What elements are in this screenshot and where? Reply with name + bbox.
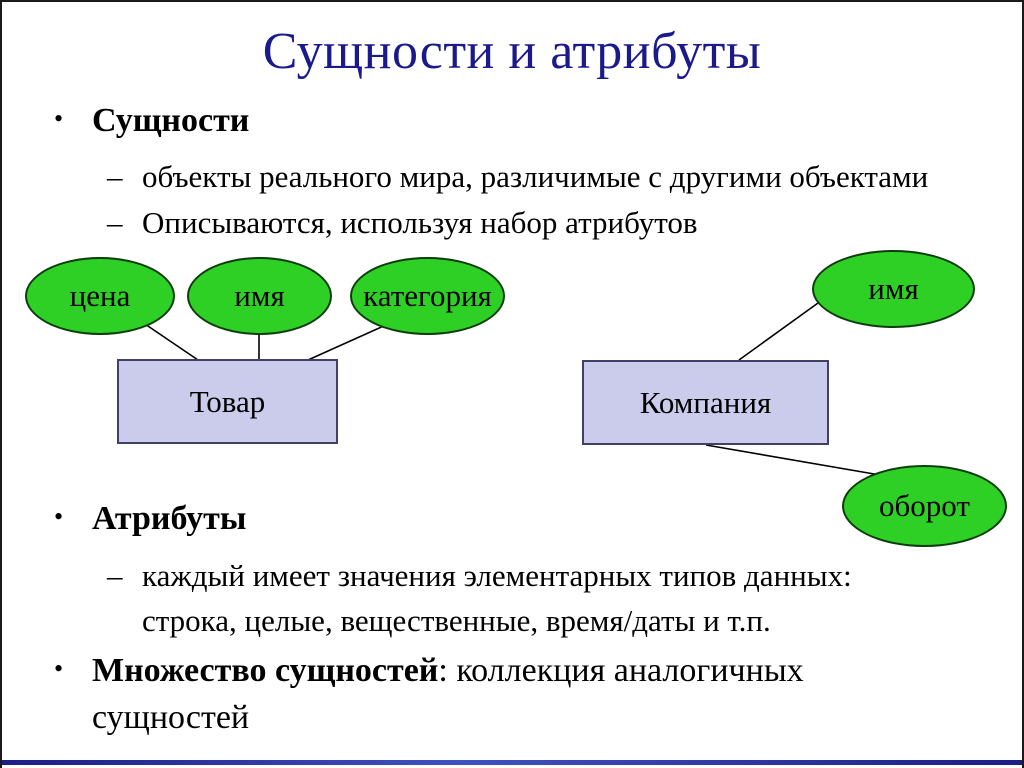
dash-icon: – [107,205,123,240]
attribute-ellipse-name-kompania: имя [812,250,975,328]
subbullet-described-by-attributes: –Описываются, используя набор атрибутов [107,205,698,241]
attribute-price-label: цена [69,278,131,313]
attribute-ellipse-turnover: оборот [842,465,1007,547]
entity-box-tovar: Товар [117,359,338,444]
subbullet-elementary-types-line2: строка, целые, вещественные, время/даты … [142,603,771,639]
bullet-attributes: • Атрибуты [54,500,247,538]
subbullet-real-world-objects: –объекты реального мира, различимые с др… [107,159,929,195]
attribute-ellipse-price: цена [25,257,175,335]
entity-kompania-label: Компания [639,384,772,420]
attribute-category-label: категория [363,278,492,313]
bullet-entity-set-rest-label: : коллекция аналогичных [438,652,804,689]
bullet-dot-icon: • [54,502,64,531]
attribute-turnover-label: оборот [879,488,970,523]
dash-icon: – [107,159,123,194]
bullet-entities: • Сущности [54,102,250,140]
subbullet-elementary-types-line1: –каждый имеет значения элементарных типо… [107,558,852,594]
subbullet-elementary-types-line2-label: строка, целые, вещественные, время/даты … [142,603,771,638]
footer-accent-bar [2,760,1022,765]
connector-category-tovar [307,323,389,361]
attribute-name-tovar-label: имя [234,278,285,313]
attribute-ellipse-category: категория [350,257,505,335]
connector-kompania-turnover [705,444,881,476]
bullet-entity-set-bold-label: Множество сущностей [92,652,439,689]
slide-title: Сущности и атрибуты [262,23,762,80]
bullet-entity-set-line2-label: сущностей [92,699,250,736]
bullet-entity-set-line1: • Множество сущностей: коллекция аналогич… [54,652,804,690]
dash-icon: – [107,558,123,593]
bullet-entities-label: Сущности [92,102,250,139]
subbullet-elementary-types-line1-label: каждый имеет значения элементарных типов… [142,558,852,593]
bullet-dot-icon: • [54,104,64,133]
attribute-name-kompania-label: имя [868,271,919,306]
bullet-dot-icon: • [54,654,64,683]
subbullet-real-world-objects-label: объекты реального мира, различимые с дру… [142,159,929,194]
connector-price-tovar [141,321,199,361]
connector-kompania-name [738,302,819,361]
bullet-attributes-label: Атрибуты [92,500,247,537]
attribute-ellipse-name-tovar: имя [187,257,332,335]
bullet-entity-set-line2: сущностей [92,699,249,737]
entity-tovar-label: Товар [189,383,266,419]
subbullet-described-by-attributes-label: Описываются, используя набор атрибутов [142,205,698,240]
entity-box-kompania: Компания [582,360,829,445]
